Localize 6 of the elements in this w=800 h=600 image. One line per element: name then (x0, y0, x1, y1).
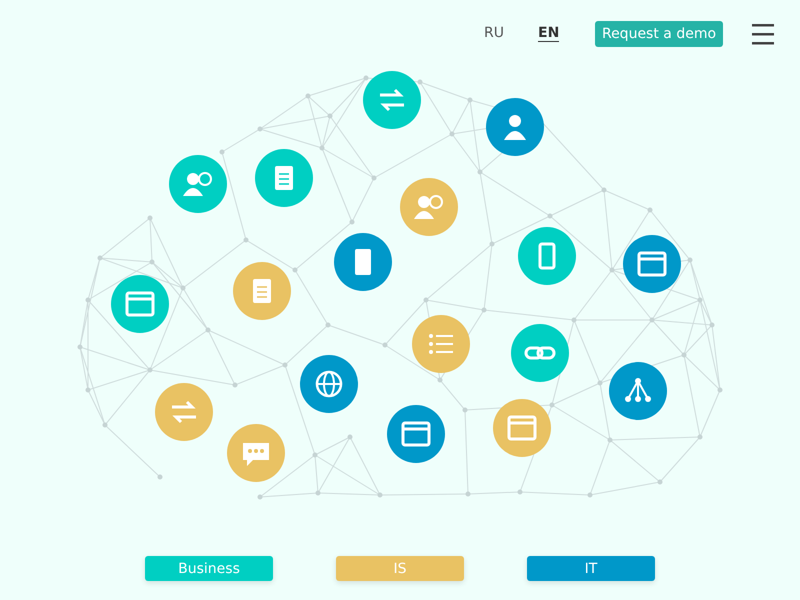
category-button: IT (527, 556, 655, 581)
language-link: EN (538, 25, 560, 42)
category-button: Business (145, 556, 273, 581)
category-button: IS (336, 556, 464, 581)
demo-button: Request a demo (595, 21, 723, 47)
language-link: RU (484, 25, 504, 41)
